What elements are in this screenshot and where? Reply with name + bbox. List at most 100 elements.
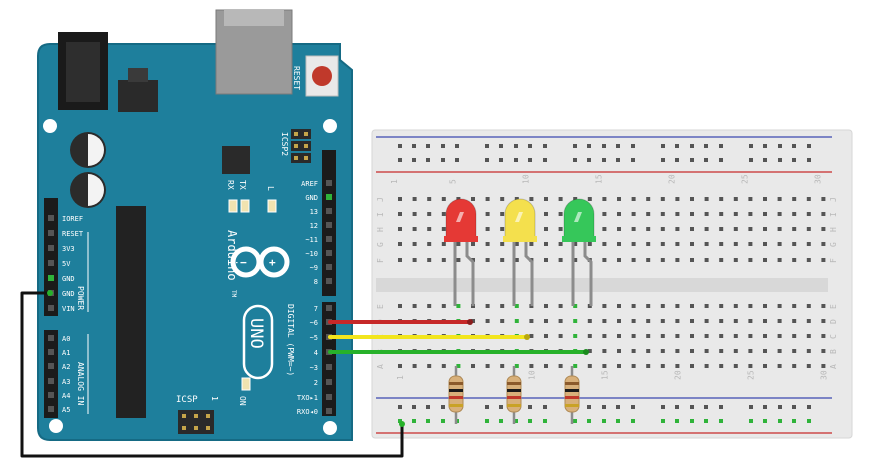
- resistor-band: [449, 382, 463, 385]
- breadboard-hole: [748, 364, 753, 368]
- breadboard-hole: [441, 258, 446, 262]
- row-letter: D: [829, 319, 838, 324]
- row-letter: C: [829, 334, 838, 339]
- header-pin: [48, 215, 54, 221]
- rail-hole: [426, 144, 430, 148]
- breadboard-hole: [806, 304, 811, 308]
- breadboard-hole: [690, 364, 694, 368]
- breadboard-hole: [660, 212, 665, 216]
- row-letter: G: [829, 242, 838, 247]
- resistor-band: [507, 404, 521, 407]
- header-pin: [326, 408, 332, 414]
- breadboard-hole: [514, 258, 519, 262]
- rail-hole: [704, 158, 708, 162]
- breadboard-hole: [719, 334, 724, 338]
- icsp2-label: ICSP2: [280, 132, 289, 156]
- header-pin: [326, 180, 332, 186]
- rail-hole-used: [485, 419, 489, 423]
- breadboard-hole: [500, 227, 505, 231]
- rail-hole: [573, 158, 577, 162]
- breadboard-hole: [441, 212, 446, 216]
- breadboard-hole: [485, 319, 490, 323]
- digital-header-bottom: [322, 302, 336, 416]
- wire-end-dot: [583, 349, 589, 355]
- arduino-logo: − +: [230, 246, 290, 278]
- rail-hole: [778, 405, 782, 409]
- breadboard-hole: [456, 197, 461, 201]
- rail-hole: [778, 144, 782, 148]
- digital-section-label: DIGITAL (PWM=~): [286, 304, 295, 376]
- breadboard-hole: [777, 364, 782, 368]
- resistor-band: [449, 389, 463, 392]
- icsp2-pin-metal: [294, 132, 298, 136]
- icsp-label: ICSP: [176, 395, 198, 405]
- pin-label: VIN: [62, 305, 75, 313]
- rail-hole: [543, 405, 547, 409]
- header-pin: [326, 208, 332, 214]
- breadboard-hole: [631, 242, 636, 246]
- breadboard-hole: [777, 349, 782, 353]
- reset-button-cap[interactable]: [312, 66, 332, 86]
- header-pin: [48, 392, 54, 398]
- breadboard-hole: [792, 349, 797, 353]
- led-rim: [562, 236, 596, 242]
- rail-hole: [587, 158, 591, 162]
- led-dome: [445, 198, 477, 241]
- rail-hole: [485, 158, 489, 162]
- wire-end-dot: [47, 290, 53, 296]
- rail-hole: [602, 405, 606, 409]
- breadboard-hole: [485, 227, 490, 231]
- breadboard-hole: [558, 364, 563, 368]
- breadboard-hole: [558, 227, 563, 231]
- breadboard-hole: [617, 197, 621, 201]
- breadboard-hole: [777, 227, 782, 231]
- breadboard-hole: [427, 197, 432, 201]
- breadboard-hole: [748, 197, 753, 201]
- rail-hole: [675, 144, 679, 148]
- column-number-top: 5: [448, 179, 457, 184]
- breadboard-hole: [719, 242, 724, 246]
- breadboard-hole: [792, 364, 797, 368]
- breadboard-hole: [558, 304, 563, 308]
- breadboard-hole: [558, 334, 563, 338]
- breadboard-hole: [500, 242, 505, 246]
- breadboard-hole: [748, 258, 753, 262]
- breadboard: 151015202530151015202530JJIIHHGGFFEEDDCC…: [371, 129, 853, 439]
- breadboard-hole: [573, 242, 578, 246]
- rail-hole: [807, 158, 811, 162]
- breadboard-hole: [806, 227, 811, 231]
- rail-hole: [792, 158, 796, 162]
- logo-loop-right: [258, 246, 290, 278]
- icsp2-pin-metal: [304, 156, 308, 160]
- breadboard-hole: [412, 364, 417, 368]
- breadboard-hole: [704, 364, 709, 368]
- pin-label: 4: [314, 349, 318, 357]
- rail-hole: [661, 405, 665, 409]
- breadboard-hole: [806, 349, 811, 353]
- breadboard-hole: [763, 242, 767, 246]
- led-dome: [563, 198, 595, 241]
- breadboard-hole: [646, 304, 651, 308]
- breadboard-hole: [763, 334, 767, 338]
- breadboard-hole: [660, 304, 665, 308]
- breadboard-hole: [777, 334, 782, 338]
- pin-label: GND: [305, 194, 318, 202]
- pin-label: ~3: [310, 364, 318, 372]
- pin-label: IOREF: [62, 215, 83, 223]
- column-number-top: 15: [594, 174, 603, 184]
- breadboard-hole: [544, 364, 548, 368]
- pin-label: GND: [62, 275, 75, 283]
- rail-hole: [573, 144, 577, 148]
- breadboard-hole: [617, 258, 621, 262]
- yellow-led: [503, 198, 537, 306]
- breadboard-hole: [733, 197, 738, 201]
- breadboard-hole: [412, 227, 417, 231]
- breadboard-hole: [427, 258, 432, 262]
- breadboard-hole: [719, 304, 724, 308]
- breadboard-hole: [675, 197, 680, 201]
- breadboard-hole: [733, 334, 738, 338]
- breadboard-hole: [792, 319, 797, 323]
- center-channel: [376, 278, 828, 292]
- breadboard-hole: [704, 319, 709, 323]
